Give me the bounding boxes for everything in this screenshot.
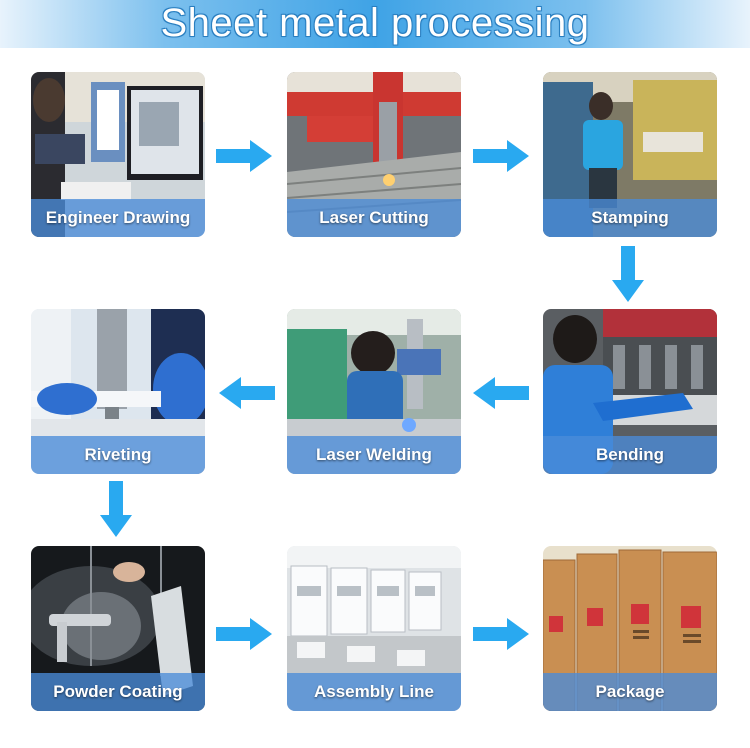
arrow-right-icon [473,140,529,172]
step-powder-coating: Powder Coating [31,546,205,711]
arrow-down-icon [100,481,132,537]
step-label: Assembly Line [287,673,461,711]
arrow-left-icon [473,377,529,409]
step-label: Package [543,673,717,711]
arrow-down-icon [612,246,644,302]
arrow-right-icon [216,618,272,650]
step-label: Laser Welding [287,436,461,474]
step-label: Engineer Drawing [31,199,205,237]
step-laser-welding: Laser Welding [287,309,461,474]
arrow-right-icon [473,618,529,650]
arrow-left-icon [219,377,275,409]
step-engineer-drawing: Engineer Drawing [31,72,205,237]
step-label: Stamping [543,199,717,237]
arrow-right-icon [216,140,272,172]
step-label: Riveting [31,436,205,474]
step-package: Package [543,546,717,711]
step-label: Powder Coating [31,673,205,711]
step-riveting: Riveting [31,309,205,474]
step-stamping: Stamping [543,72,717,237]
step-bending: Bending [543,309,717,474]
step-label: Bending [543,436,717,474]
step-label: Laser Cutting [287,199,461,237]
step-assembly-line: Assembly Line [287,546,461,711]
page-title: Sheet metal processing [160,1,590,45]
step-laser-cutting: Laser Cutting [287,72,461,237]
title-banner [0,0,750,48]
